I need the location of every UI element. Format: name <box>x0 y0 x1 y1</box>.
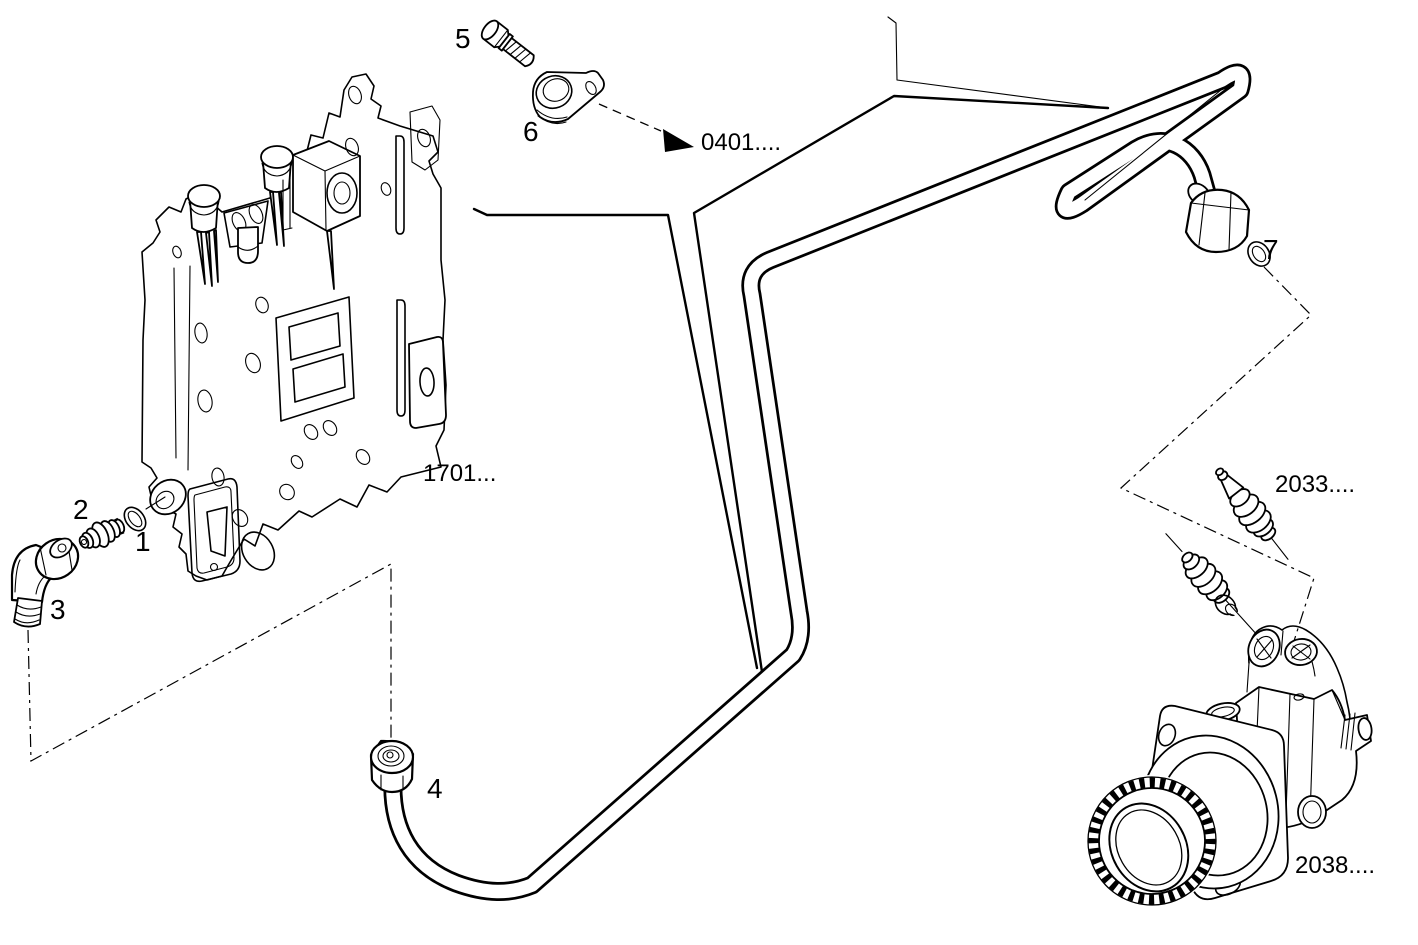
snap-ring <box>1214 594 1238 617</box>
ref-2033: 2033.... <box>1275 471 1355 498</box>
callout-6: 6 <box>523 116 539 147</box>
phantom-line-right <box>1119 266 1315 642</box>
o-ring-1 <box>123 496 166 532</box>
callout-3: 3 <box>50 594 66 625</box>
pipe-union-nut-4 <box>369 739 415 794</box>
elbow-fitting-3 <box>10 537 80 628</box>
ref-2038: 2038.... <box>1295 852 1375 879</box>
seal-ring-7 <box>1247 241 1271 267</box>
assembly-ref-labels: 0401.... 1701... 2033.... 2038.... <box>423 129 1375 879</box>
ref-1701: 1701... <box>423 460 496 487</box>
callout-5: 5 <box>455 23 471 54</box>
control-unit-drawing <box>141 73 447 583</box>
pipe-clamp-6 <box>531 70 605 125</box>
injection-pump-drawing <box>1086 625 1373 907</box>
callout-1: 1 <box>135 526 151 557</box>
callout-4: 4 <box>427 773 443 804</box>
sensor-fitting-upper <box>1215 467 1289 560</box>
callout-2: 2 <box>73 494 89 525</box>
phantom-line-left <box>27 562 392 762</box>
callout-labels: 1 2 3 4 5 6 7 <box>50 23 1279 804</box>
fuel-pipe-drawing <box>383 63 1252 901</box>
view-boundary-lines <box>472 16 1110 674</box>
callout-7: 7 <box>1263 234 1279 265</box>
hex-bolt-5 <box>480 19 535 68</box>
adapter-fitting-2 <box>78 517 126 549</box>
pump-gear <box>1086 775 1218 907</box>
arrowhead-icon <box>663 129 694 152</box>
assembly-0401-arrow <box>598 103 694 152</box>
ref-0401: 0401.... <box>701 129 781 156</box>
pipe-end-nut-7 <box>1184 182 1251 254</box>
